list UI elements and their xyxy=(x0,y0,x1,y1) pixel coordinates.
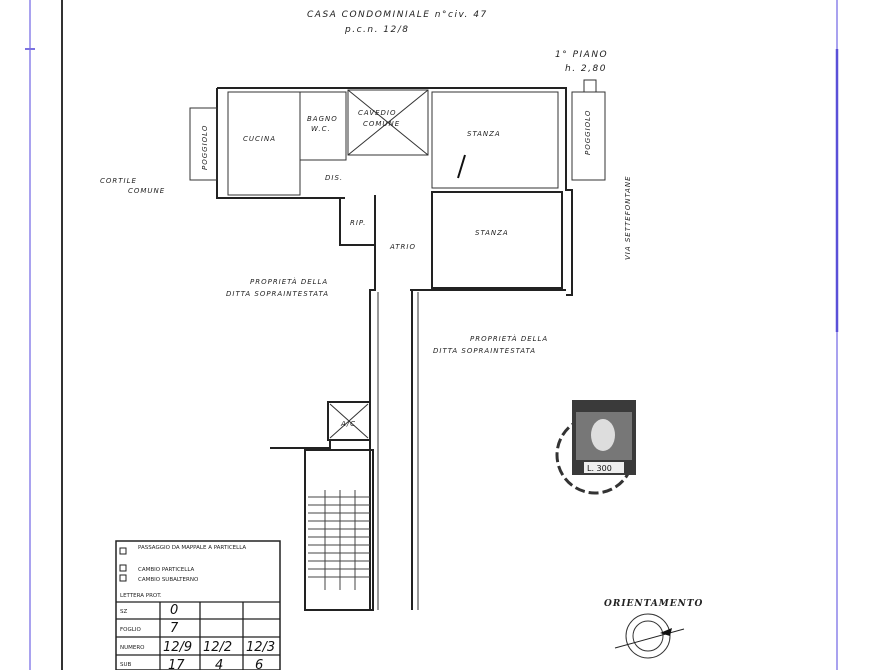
cortile-comune-label: COMUNE xyxy=(128,187,165,195)
room-cucina: CUCINA xyxy=(243,135,276,143)
stair-steps xyxy=(308,490,370,590)
room-stanza-2: STANZA xyxy=(475,229,509,237)
row-label-sz: SZ xyxy=(120,609,127,615)
room-rip: RIP. xyxy=(350,219,366,227)
table-cell: 12/9 xyxy=(163,640,192,655)
room-cavedio: CAVEDIO xyxy=(358,109,397,117)
plan-subtitle: p.c.n. 12/8 xyxy=(344,25,410,35)
table-cell: 0 xyxy=(170,603,178,618)
table-cell: 6 xyxy=(255,658,263,670)
table-cell: 12/2 xyxy=(203,640,232,655)
cadastral-legend-table: PASSAGGIO DA MAPPALE A PARTICELLA CAMBIO… xyxy=(115,540,281,670)
table-grid xyxy=(116,601,280,670)
poggiolo-right: POGGIOLO xyxy=(584,110,592,155)
property-right-1: PROPRIETÀ DELLA xyxy=(470,334,548,343)
room-atrio: ATRIO xyxy=(389,243,416,251)
room-cavedio-comune: COMUNE xyxy=(363,120,400,128)
orientation-label: ORIENTAMENTO xyxy=(604,599,703,609)
plan-title: CASA CONDOMINIALE n°civ. 47 xyxy=(307,10,488,20)
poggiolo-left: POGGIOLO xyxy=(201,125,209,170)
table-cell: 12/3 xyxy=(246,640,275,655)
table-cell: 17 xyxy=(168,658,185,670)
legend-symbol xyxy=(119,564,127,572)
cortile-label: CORTILE xyxy=(100,177,137,185)
legend-item-3: CAMBIO SUBALTERNO xyxy=(138,577,199,583)
walls xyxy=(189,79,606,611)
row-label-foglio: FOGLIO xyxy=(120,627,141,633)
floor-label: 1° PIANO xyxy=(555,50,608,60)
row-label-numero: NUMERO xyxy=(120,645,145,651)
room-stanza-1: STANZA xyxy=(467,130,501,138)
room-ac: A/C xyxy=(340,420,356,428)
legend-symbol xyxy=(119,547,127,555)
property-right-2: DITTA SOPRAINTESTATA xyxy=(433,347,536,355)
staircase xyxy=(304,449,374,611)
legend-item-1: PASSAGGIO DA MAPPALE A PARTICELLA xyxy=(138,545,246,551)
compass-icon xyxy=(614,613,685,659)
street-label: VIA SETTEFONTANE xyxy=(624,175,632,260)
legend-symbol xyxy=(119,574,127,582)
room-dis: DIS. xyxy=(325,174,343,182)
property-left-1: PROPRIETÀ DELLA xyxy=(250,277,328,286)
property-left-2: DITTA SOPRAINTESTATA xyxy=(226,290,329,298)
table-cell: 4 xyxy=(215,658,223,670)
row-label-sub: SUB xyxy=(120,662,132,668)
legend-note: LETTERA PROT. xyxy=(120,593,162,599)
legend-item-2: CAMBIO PARTICELLA xyxy=(138,567,195,573)
revenue-stamp: L. 300 xyxy=(555,400,636,495)
room-bagno: BAGNO xyxy=(307,115,338,123)
stamp-value: L. 300 xyxy=(587,464,612,473)
room-wc: W.C. xyxy=(311,125,331,133)
height-label: h. 2,80 xyxy=(565,64,607,74)
table-cell: 7 xyxy=(170,621,179,636)
